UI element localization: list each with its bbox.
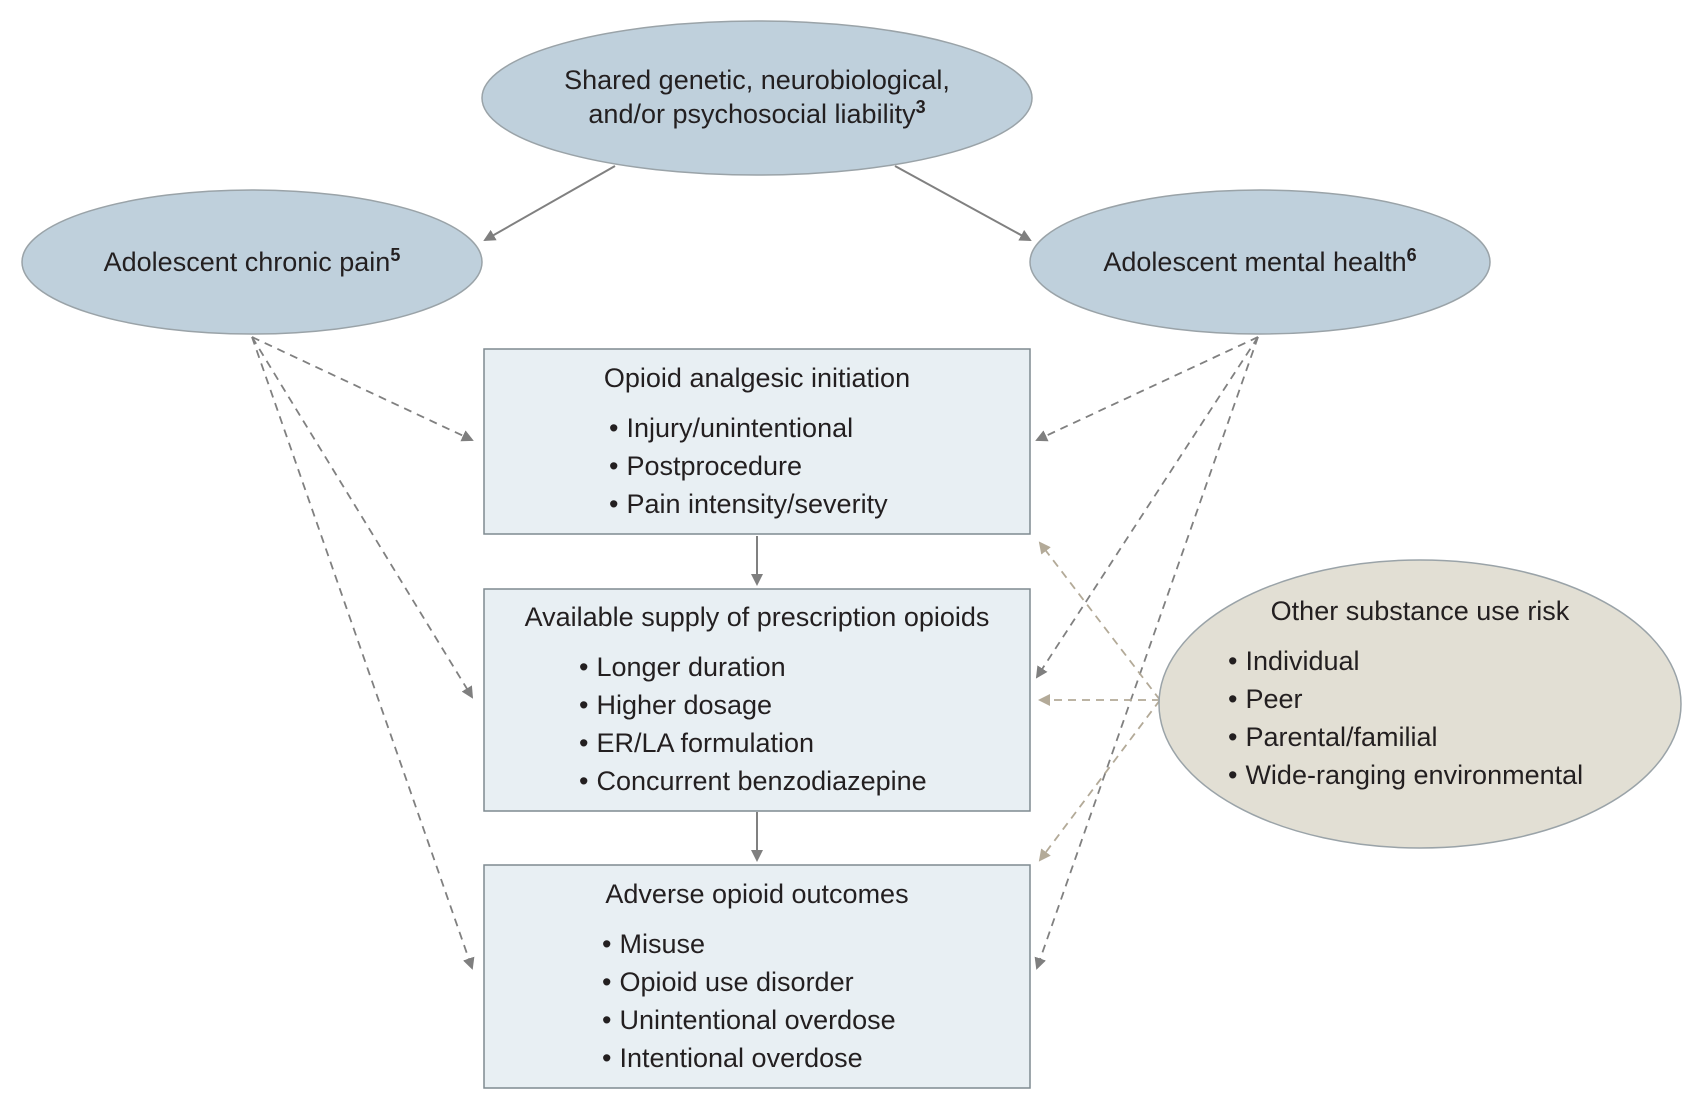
supply-list: Longer duration Higher dosage ER/LA form… — [579, 648, 927, 800]
initiation-title: Opioid analgesic initiation — [603, 363, 911, 393]
list-item: Individual — [1228, 642, 1583, 680]
initiation-list: Injury/unintentional Postprocedure Pain … — [609, 409, 888, 523]
other-substance-list: Individual Peer Parental/familial Wide-r… — [1228, 642, 1583, 794]
list-item: Opioid use disorder — [602, 963, 896, 1001]
arrow-mental-to-initiation — [1035, 336, 1259, 442]
liability-ref: 3 — [915, 97, 926, 117]
list-item: Peer — [1228, 680, 1583, 718]
list-item: ER/LA formulation — [579, 724, 927, 762]
chronic-pain-ellipse — [21, 189, 483, 335]
list-item: Injury/unintentional — [609, 409, 888, 447]
chronic-pain-ref: 5 — [390, 245, 401, 265]
liability-label: Shared genetic, neurobiological, and/or … — [507, 63, 1007, 131]
liability-line2: and/or psychosocial liability — [588, 99, 916, 129]
other-substance-title: Other substance use risk — [1270, 596, 1570, 626]
list-item: Parental/familial — [1228, 718, 1583, 756]
list-item: Wide-ranging environmental — [1228, 756, 1583, 794]
mental-health-ellipse — [1029, 189, 1491, 335]
list-item: Unintentional overdose — [602, 1001, 895, 1039]
list-item: Pain intensity/severity — [609, 485, 887, 523]
list-item: Longer duration — [579, 648, 927, 686]
arrow-pain-to-supply — [251, 336, 474, 699]
chronic-pain-label: Adolescent chronic pain5 — [37, 245, 467, 279]
arrow-pain-to-outcomes — [251, 336, 475, 970]
outcomes-list: Misuse Opioid use disorder Unintentional… — [602, 925, 896, 1077]
list-item: Postprocedure — [609, 447, 888, 485]
liability-ellipse — [481, 20, 1033, 176]
arrow-other-to-outcomes — [1038, 699, 1161, 862]
arrow-other-to-initiation — [1038, 541, 1161, 701]
list-item: Higher dosage — [579, 686, 927, 724]
liability-line1: Shared genetic, neurobiological, — [564, 65, 950, 95]
arrow-liability-to-mental — [894, 165, 1032, 241]
list-item: Misuse — [602, 925, 896, 963]
arrow-pain-to-initiation — [251, 336, 474, 442]
list-item: Concurrent benzodiazepine — [579, 762, 926, 800]
mental-health-label: Adolescent mental health6 — [1045, 245, 1475, 279]
arrow-liability-to-pain — [483, 165, 616, 241]
arrow-mental-to-supply — [1035, 336, 1259, 679]
mental-health-text: Adolescent mental health — [1103, 247, 1407, 277]
mental-health-ref: 6 — [1406, 245, 1417, 265]
outcomes-title: Adverse opioid outcomes — [605, 879, 909, 909]
chronic-pain-text: Adolescent chronic pain — [103, 247, 391, 277]
list-item: Intentional overdose — [602, 1039, 896, 1077]
supply-title: Available supply of prescription opioids — [524, 602, 990, 632]
